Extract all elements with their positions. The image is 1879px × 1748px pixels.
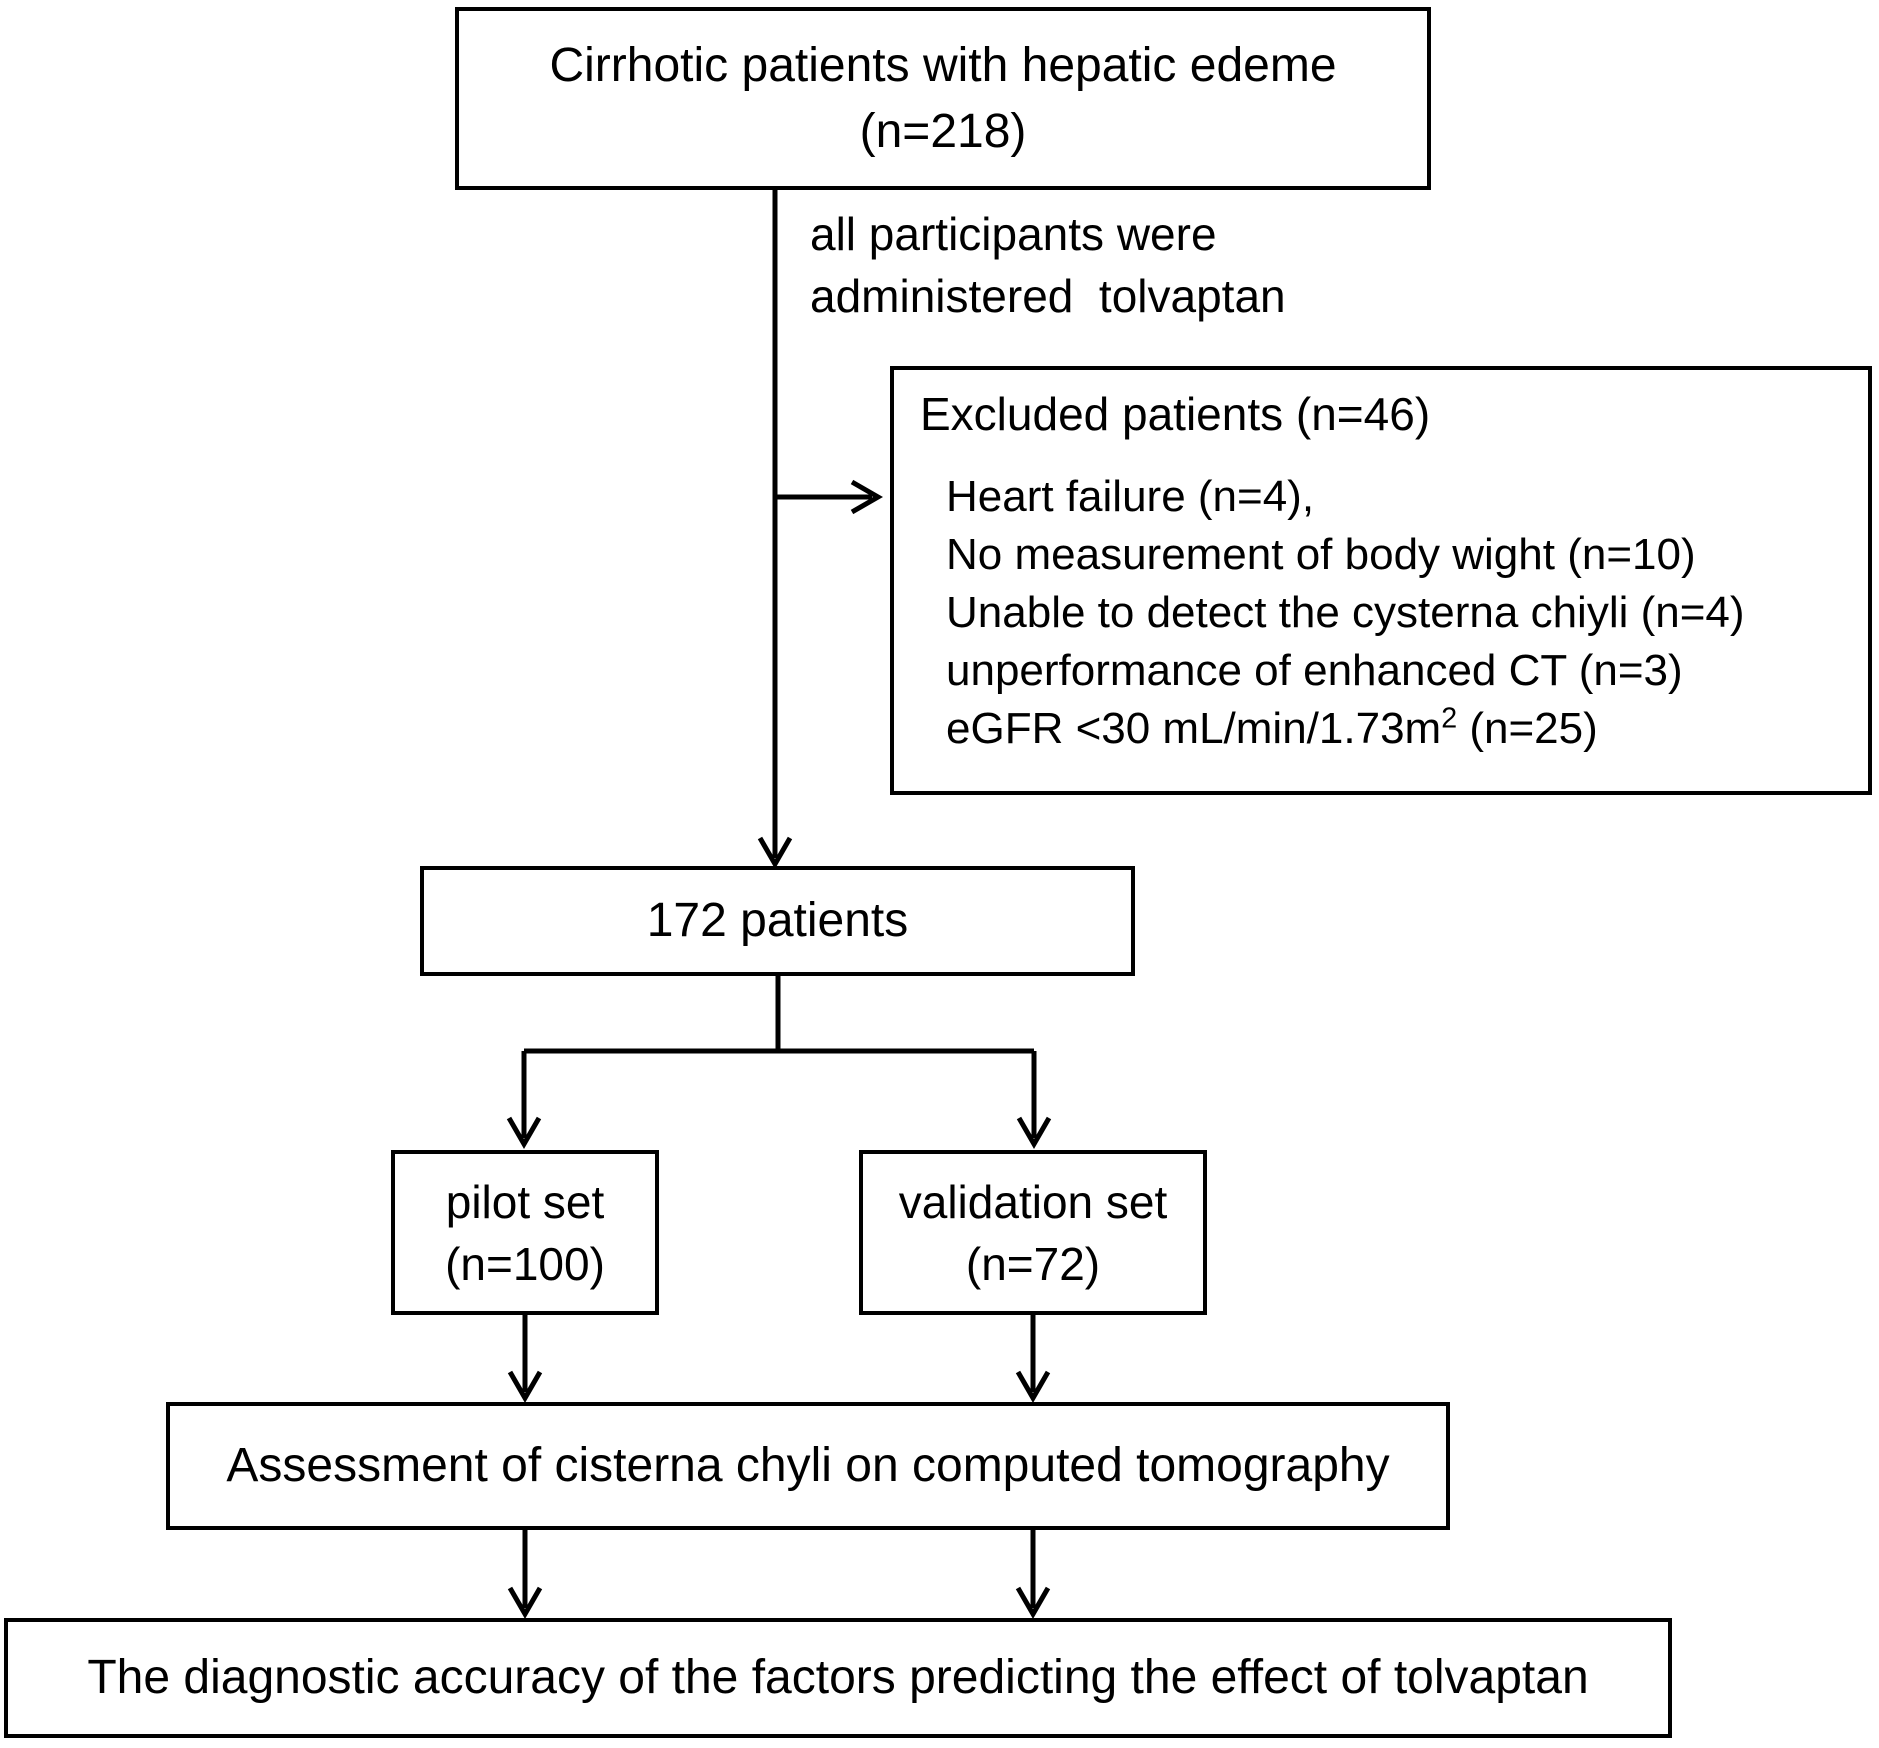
patients-box: 172 patients — [420, 866, 1135, 976]
egfr-suffix: (n=25) — [1457, 704, 1598, 753]
egfr-superscript: 2 — [1441, 702, 1458, 735]
arrowhead-down-outcome-right — [1015, 1586, 1051, 1620]
note-line1: all participants were — [810, 208, 1217, 260]
excluded-box: Excluded patients (n=46) Heart failure (… — [890, 366, 1872, 795]
tolvaptan-note: all participants were administered tolva… — [810, 203, 1286, 327]
arrowhead-down-outcome-left — [507, 1586, 543, 1620]
excluded-items: Heart failure (n=4), No measurement of b… — [946, 468, 1745, 758]
excluded-title: Excluded patients (n=46) — [920, 388, 1431, 440]
arrowhead-down-patients — [757, 836, 793, 870]
pilot-set-count: (n=100) — [445, 1237, 605, 1290]
pilot-set-label: pilot set — [445, 1175, 605, 1228]
top-box-count: (n=218) — [859, 104, 1027, 158]
excluded-item-enhanced-ct: unperformance of enhanced CT (n=3) — [946, 646, 1683, 695]
validation-set-count: (n=72) — [965, 1237, 1101, 1290]
validation-set-label: validation set — [898, 1175, 1168, 1228]
arrowhead-right-excluded — [850, 479, 884, 515]
arrowhead-down-validation — [1016, 1116, 1052, 1150]
note-line2: administered tolvaptan — [810, 270, 1286, 322]
validation-set-box: validation set (n=72) — [859, 1150, 1207, 1315]
egfr-prefix: eGFR <30 mL/min/1.73m — [946, 704, 1442, 753]
excluded-item-heart-failure: Heart failure (n=4), — [946, 472, 1315, 521]
top-box: Cirrhotic patients with hepatic edeme (n… — [455, 7, 1431, 190]
excluded-item-body-weight: No measurement of body wight (n=10) — [946, 530, 1696, 579]
outcome-box-label: The diagnostic accuracy of the factors p… — [87, 1651, 1589, 1704]
top-box-line1: Cirrhotic patients with hepatic edeme — [549, 38, 1337, 92]
arrowhead-down-assessment-right — [1015, 1370, 1051, 1404]
excluded-item-cisterna: Unable to detect the cysterna chiyli (n=… — [946, 588, 1745, 637]
outcome-box: The diagnostic accuracy of the factors p… — [4, 1618, 1672, 1738]
excluded-item-egfr: eGFR <30 mL/min/1.73m2 (n=25) — [946, 700, 1745, 758]
assessment-box-label: Assessment of cisterna chyli on computed… — [226, 1439, 1390, 1492]
arrowhead-down-pilot — [506, 1116, 542, 1150]
assessment-box: Assessment of cisterna chyli on computed… — [166, 1402, 1450, 1530]
arrowhead-down-assessment-left — [507, 1370, 543, 1404]
pilot-set-box: pilot set (n=100) — [391, 1150, 659, 1315]
patients-box-label: 172 patients — [646, 894, 909, 947]
